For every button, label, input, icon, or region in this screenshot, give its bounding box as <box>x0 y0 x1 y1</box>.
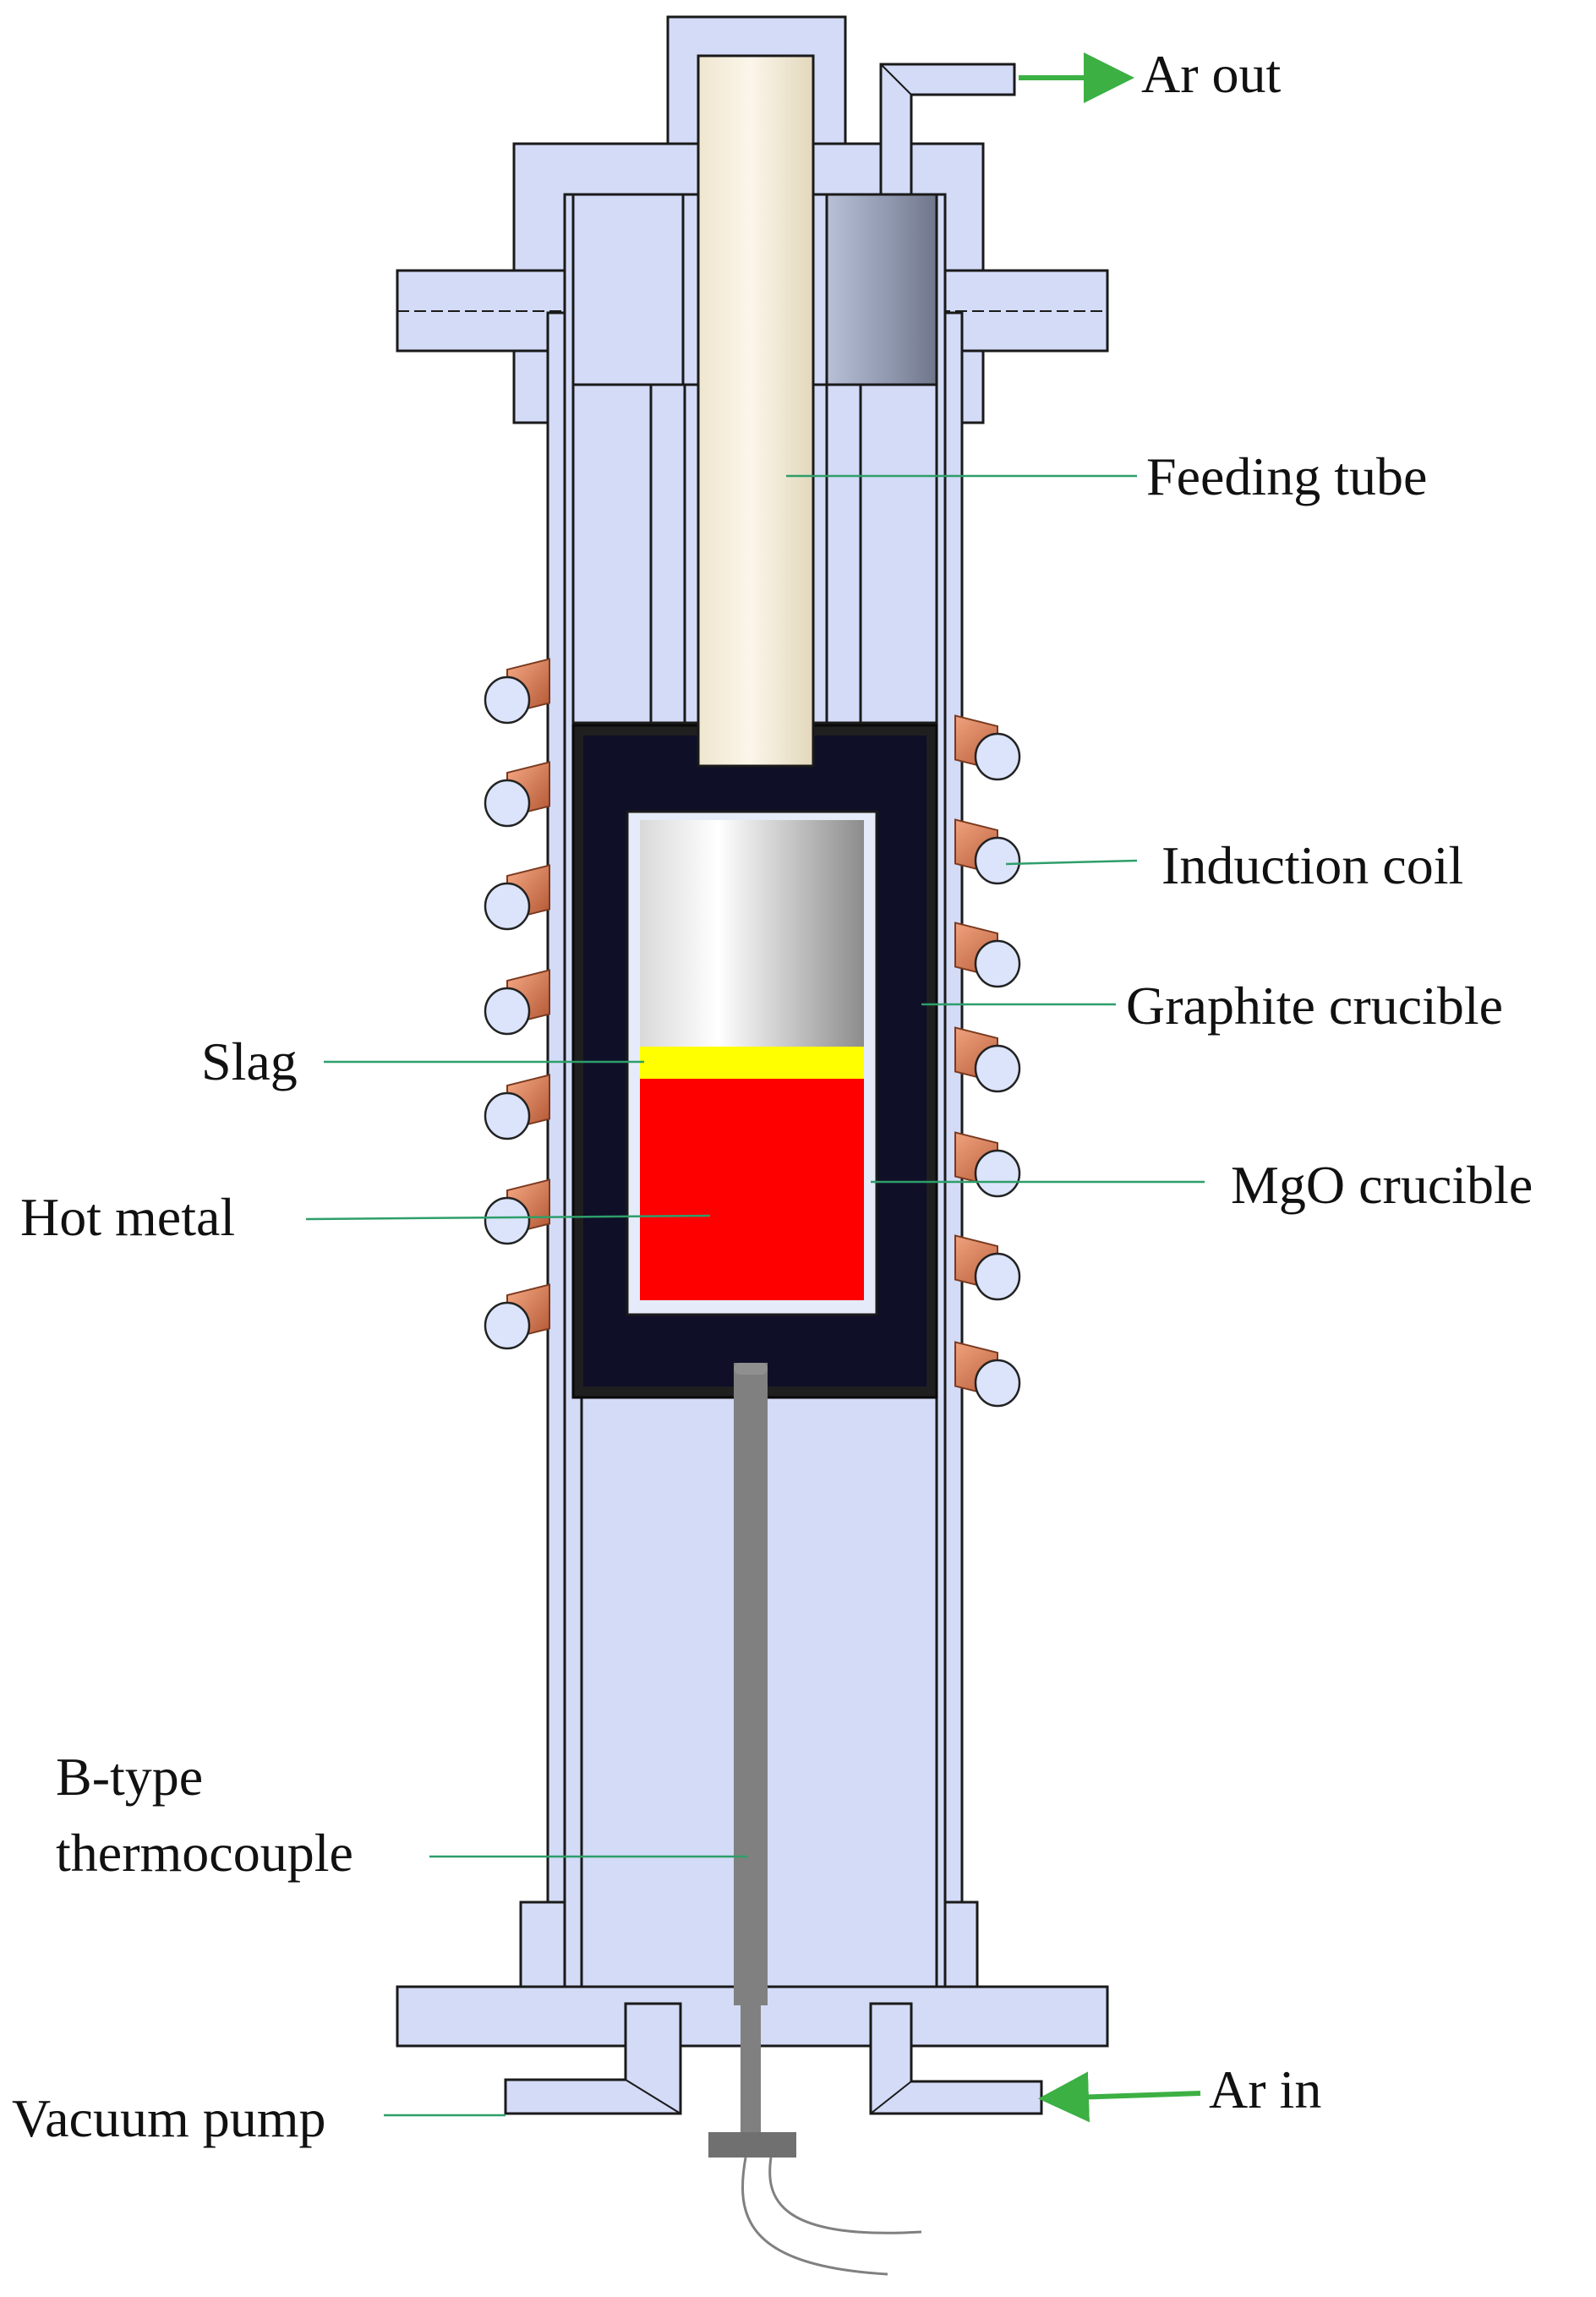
label-ar-in: Ar in <box>1209 2059 1322 2119</box>
label-slag: Slag <box>201 1031 298 1091</box>
coil-turn-left-1 <box>484 761 550 828</box>
upper-seal-blocks <box>571 193 938 725</box>
feeding-tube <box>697 54 815 768</box>
coil-turn-right-2 <box>954 922 1021 988</box>
induction-coil <box>484 658 1021 1408</box>
coil-turn-right-1 <box>954 818 1021 885</box>
coil-turn-left-5 <box>484 1179 550 1245</box>
coil-turn-right-4 <box>954 1131 1021 1198</box>
label-thermocouple-line1: B-type <box>56 1747 204 1807</box>
coil-turn-left-6 <box>484 1283 550 1350</box>
slag-layer <box>640 1047 864 1079</box>
label-feeding-tube: Feeding tube <box>1146 446 1428 506</box>
label-mgo-crucible: MgO crucible <box>1231 1155 1533 1215</box>
coil-turn-left-3 <box>484 969 550 1036</box>
coil-turn-right-3 <box>954 1026 1021 1093</box>
label-hot-metal: Hot metal <box>20 1187 236 1247</box>
label-vacuum-pump: Vacuum pump <box>12 2088 326 2148</box>
crucible-headspace <box>640 820 864 1047</box>
label-ar-out: Ar out <box>1141 44 1282 104</box>
label-graphite-crucible: Graphite crucible <box>1126 976 1503 1036</box>
coil-turn-left-2 <box>484 864 550 931</box>
ar-out-pipe <box>879 63 1016 196</box>
coil-turn-right-0 <box>954 714 1021 781</box>
coil-turn-left-0 <box>484 658 550 725</box>
coil-turn-left-4 <box>484 1074 550 1140</box>
flow-arrows <box>1019 52 1201 2123</box>
coil-turn-right-6 <box>954 1341 1021 1408</box>
vacuum-pipe <box>504 2002 682 2115</box>
leader-lines <box>305 474 1205 2117</box>
coil-turn-right-5 <box>954 1234 1021 1301</box>
label-induction-coil: Induction coil <box>1161 835 1464 895</box>
leader-induction-coil <box>1005 859 1138 866</box>
leader-hot-metal <box>305 1214 711 1221</box>
ar-in-arrow <box>1038 2071 1201 2123</box>
thermocouple <box>708 1363 922 2276</box>
label-thermocouple-line2: thermocouple <box>56 1823 353 1883</box>
hot-metal <box>640 1079 864 1300</box>
